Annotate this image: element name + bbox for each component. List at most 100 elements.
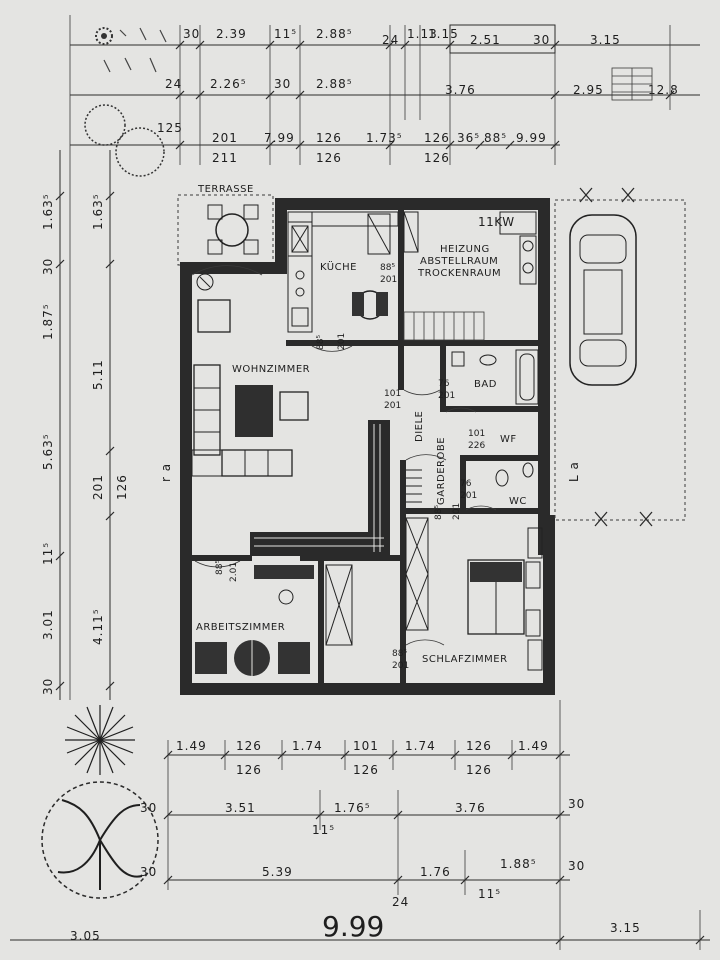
dim-top-3-a: 201 bbox=[212, 131, 238, 145]
dim-bottom-2b-a: 11⁵ bbox=[312, 823, 335, 837]
dim-top-3-z: 125 bbox=[157, 121, 183, 135]
mark-la: L a bbox=[567, 461, 581, 482]
dim-bottom-1b-c: 126 bbox=[466, 763, 492, 777]
dim-left-6: 5.63⁵ bbox=[41, 433, 55, 470]
dim-left-2: 1.63⁵ bbox=[91, 193, 105, 230]
tree-symbols bbox=[41, 705, 159, 899]
dim-top-1-i: 30 bbox=[533, 33, 550, 47]
dim-left-10: 3.01 bbox=[41, 609, 55, 640]
dim-top-1-d: 2.88⁵ bbox=[316, 27, 353, 41]
label-terrasse: TERRASSE bbox=[197, 184, 254, 195]
dim-top-3-e: 126 bbox=[424, 131, 450, 145]
label-garderobe: GARDEROBE bbox=[436, 437, 447, 505]
dim-bottom-1-c: 1.74 bbox=[292, 739, 323, 753]
label-kw: 11KW bbox=[478, 215, 515, 229]
dim-bottom-1b-a: 126 bbox=[236, 763, 262, 777]
furniture bbox=[191, 204, 543, 676]
door-wc-h: 201 bbox=[460, 491, 477, 501]
dim-left-8: 126 bbox=[115, 474, 129, 500]
door-garderobe-w: 88⁵ bbox=[434, 505, 444, 520]
label-diele: DIELE bbox=[414, 411, 425, 442]
dim-top-2-a: 24 bbox=[165, 77, 182, 91]
door-wc-w: 76 bbox=[460, 479, 472, 489]
left-dimension-chains: 1.63⁵ 1.63⁵ 30 1.87⁵ 5.11 5.63⁵ 201 126 … bbox=[41, 150, 129, 700]
dim-bottom-1-g: 1.49 bbox=[518, 739, 549, 753]
dim-top-3-f: 36⁵ bbox=[457, 131, 480, 145]
dim-bottom-3-a: 30 bbox=[140, 865, 157, 879]
label-heizung: HEIZUNG bbox=[440, 244, 490, 255]
dim-total-width: 9.99 bbox=[322, 910, 384, 943]
dim-left-4: 1.87⁵ bbox=[41, 303, 55, 340]
dim-top-3b-c: 126 bbox=[424, 151, 450, 165]
dim-top-2-f: 2.95 bbox=[573, 83, 604, 97]
door-wohn-h: 201 bbox=[337, 333, 347, 350]
dim-bottom-2-b: 3.51 bbox=[225, 801, 256, 815]
dim-bottom-1-e: 1.74 bbox=[405, 739, 436, 753]
dim-left-9: 11⁵ bbox=[41, 542, 55, 565]
dim-top-2-d: 2.88⁵ bbox=[316, 77, 353, 91]
building-walls bbox=[177, 194, 555, 695]
door-kueche-h: 201 bbox=[380, 275, 397, 285]
dim-bottom-2-d: 3.76 bbox=[455, 801, 486, 815]
dim-bottom-1-f: 126 bbox=[466, 739, 492, 753]
dim-bottom-3-d: 1.88⁵ bbox=[500, 857, 537, 871]
dim-bottom-3b-b: 11⁵ bbox=[478, 887, 501, 901]
door-arbeits-h: 2.01 bbox=[229, 562, 239, 582]
dim-top-2-e: 3.76 bbox=[445, 83, 476, 97]
label-trockenraum: TROCKENRAUM bbox=[417, 268, 501, 279]
label-wc: WC bbox=[509, 496, 527, 507]
label-abstellraum: ABSTELLRAUM bbox=[420, 256, 498, 267]
dim-top-1-g: 1.15 bbox=[428, 27, 459, 41]
dim-left-1: 1.63⁵ bbox=[41, 193, 55, 230]
label-bad: BAD bbox=[474, 379, 497, 390]
label-wohnzimmer: WOHNZIMMER bbox=[232, 364, 310, 375]
dim-bottom-3-e: 30 bbox=[568, 859, 585, 873]
dim-top-2-b: 2.26⁵ bbox=[210, 77, 247, 91]
dim-top-1-a: 30 bbox=[183, 27, 200, 41]
dim-left-11: 4.11⁵ bbox=[91, 608, 105, 645]
door-diele-w: 101 bbox=[384, 389, 401, 399]
top-dimension-chains: 30 2.39 11⁵ 2.88⁵ 24 1.13 1.15 2.51 30 3… bbox=[69, 15, 700, 700]
door-bad-h: 201 bbox=[438, 391, 455, 401]
dim-top-2-g: 12.8 bbox=[648, 83, 679, 97]
dim-top-3-g: 88⁵ bbox=[484, 131, 507, 145]
dim-top-3b-b: 126 bbox=[316, 151, 342, 165]
door-bad-w: 76 bbox=[438, 379, 450, 389]
bottom-dimension-chains: 1.49 126 1.74 101 1.74 126 1.49 126 126 … bbox=[10, 700, 710, 950]
dim-top-1-c: 11⁵ bbox=[274, 27, 297, 41]
label-kueche: KÜCHE bbox=[320, 260, 357, 273]
door-wf-h: 226 bbox=[468, 441, 485, 451]
dim-left-12: 30 bbox=[41, 678, 55, 695]
door-garderobe-h: 201 bbox=[452, 503, 462, 520]
dim-left-7: 201 bbox=[91, 474, 105, 500]
car-symbol bbox=[554, 187, 686, 527]
label-arbeitszimmer: ARBEITSZIMMER bbox=[196, 622, 285, 633]
dim-bottom-1-b: 126 bbox=[236, 739, 262, 753]
dim-bottom-3b-a: 24 bbox=[392, 895, 409, 909]
label-schlafzimmer: SCHLAFZIMMER bbox=[422, 654, 508, 665]
door-arbeits-w: 88⁵ bbox=[215, 560, 225, 575]
dim-top-1-e: 24 bbox=[382, 33, 399, 47]
garden-plants-top bbox=[84, 27, 167, 177]
dim-top-3b-a: 211 bbox=[212, 151, 238, 165]
dim-left-3: 30 bbox=[41, 258, 55, 275]
label-wf: WF bbox=[500, 434, 517, 445]
mark-ra: r a bbox=[159, 463, 173, 482]
dim-left-5: 5.11 bbox=[91, 359, 105, 390]
dim-top-3-b: 7.99 bbox=[264, 131, 295, 145]
dim-bottom-3-b: 5.39 bbox=[262, 865, 293, 879]
door-wf-w: 101 bbox=[468, 429, 485, 439]
door-diele-h: 201 bbox=[384, 401, 401, 411]
door-kueche-w: 88⁵ bbox=[380, 263, 395, 273]
dim-bottom-2-c: 1.76⁵ bbox=[334, 801, 371, 815]
dim-top-1-h: 2.51 bbox=[470, 33, 501, 47]
dim-top-3-d: 1.73⁵ bbox=[366, 131, 403, 145]
stair-symbol-top bbox=[611, 67, 653, 101]
dim-top-1-b: 2.39 bbox=[216, 27, 247, 41]
dim-bottom-3-c: 1.76 bbox=[420, 865, 451, 879]
dim-top-3-h: 9.99 bbox=[516, 131, 547, 145]
dim-bottom-1-a: 1.49 bbox=[176, 739, 207, 753]
dim-top-1-j: 3.15 bbox=[590, 33, 621, 47]
